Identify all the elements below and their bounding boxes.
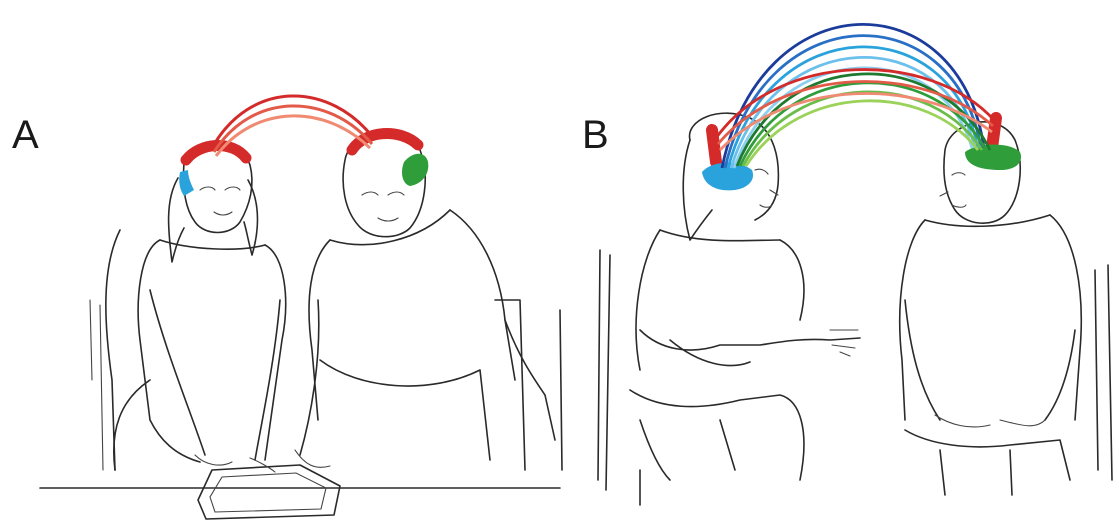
panel-a-scene [40,96,562,519]
chair-right-a [495,300,562,470]
man-b-frontal-region [992,118,996,148]
person-man-b [900,122,1081,495]
tablet-device [198,465,340,519]
chair-left-a [106,230,120,470]
woman-a-temporal-region [179,170,194,196]
chair-left-b [598,250,640,505]
man-b-temporal-region [965,145,1021,171]
man-a-temporal-region [402,154,428,186]
panel-b-scene [598,24,1112,505]
connection-arcs-b [716,24,994,168]
woman-b-frontal-region [712,130,716,162]
chair-right-b [1095,265,1112,480]
person-woman-a [114,145,286,472]
